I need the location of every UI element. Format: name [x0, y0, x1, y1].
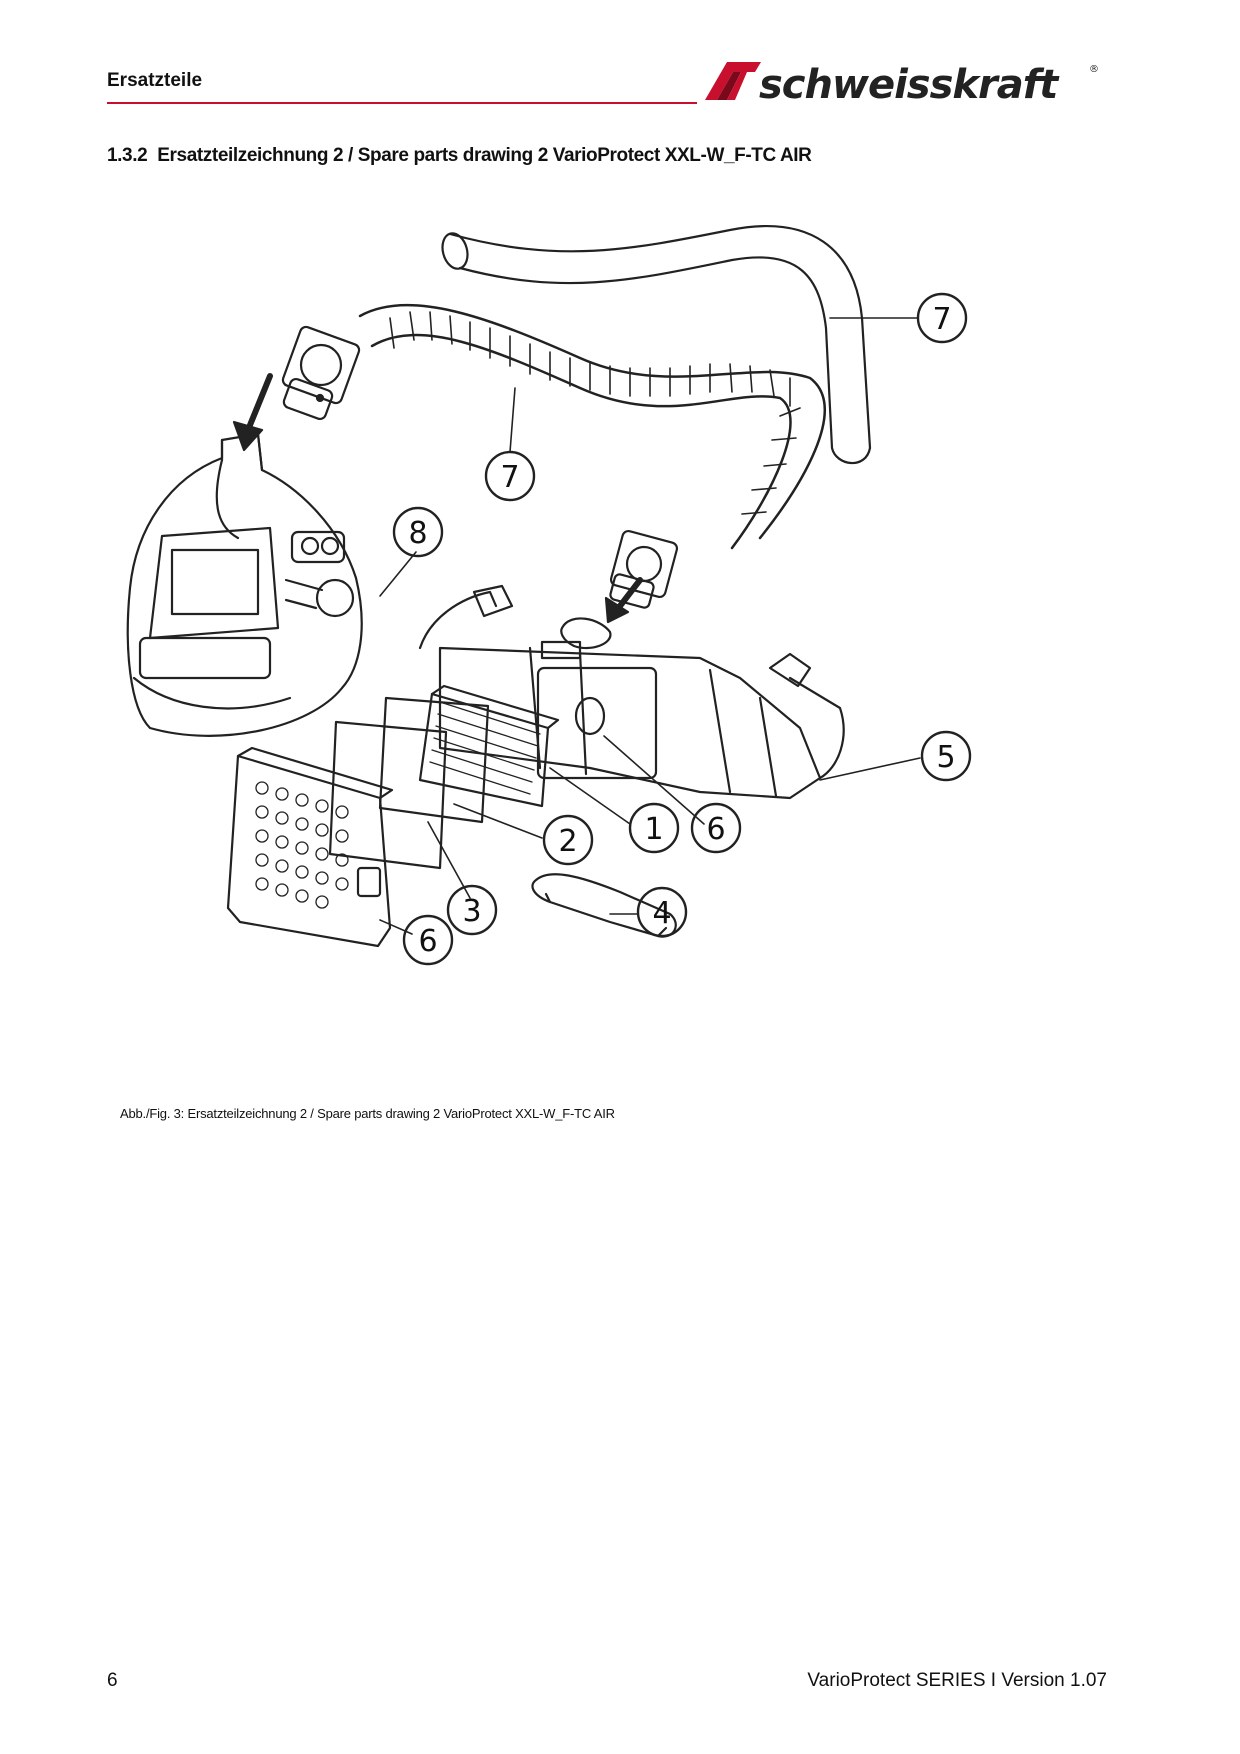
- callout-number: 6: [706, 812, 725, 847]
- document-version: VarioProtect SERIES I Version 1.07: [807, 1670, 1107, 1691]
- header-title: Ersatzteile: [107, 70, 203, 91]
- leader-lines: [379, 317, 921, 935]
- section-heading: 1.3.2 Ersatzteilzeichnung 2 / Spare parts…: [107, 145, 812, 167]
- page-number: 6: [107, 1670, 118, 1691]
- callout-number: 3: [462, 894, 481, 929]
- callout-number: 2: [558, 824, 577, 859]
- blower-unit: [418, 584, 845, 800]
- assembly-arrow-helmet: [232, 373, 273, 452]
- callout-number: 1: [644, 812, 663, 847]
- svg-text:®: ®: [1089, 64, 1099, 75]
- section-number: 1.3.2: [107, 145, 148, 166]
- hose-top-connector: [281, 325, 361, 421]
- logo-mark-icon: [705, 62, 761, 100]
- callout-number: 6: [418, 924, 437, 959]
- spare-parts-drawing: 7 7 8 5 1 6 2 3 4 6: [126, 225, 972, 966]
- callout-number: 7: [932, 302, 951, 337]
- brand-logo: schweisskraft ®: [705, 62, 1099, 108]
- callout-number: 4: [652, 896, 671, 931]
- filter-stack: [226, 684, 560, 948]
- corrugated-hose: [358, 303, 826, 550]
- section-title: Ersatzteilzeichnung 2 / Spare parts draw…: [157, 145, 812, 166]
- callout-number: 7: [500, 460, 519, 495]
- callout-number: 5: [936, 740, 955, 775]
- header-divider: [107, 102, 697, 104]
- assembly-arrow-unit: [604, 577, 643, 624]
- smooth-hose: [441, 225, 872, 465]
- svg-text:schweisskraft: schweisskraft: [759, 62, 1060, 108]
- figure-caption: Abb./Fig. 3: Ersatzteilzeichnung 2 / Spa…: [120, 1106, 615, 1121]
- callout-circles: [392, 292, 972, 966]
- hose-bottom-connector: [609, 529, 679, 609]
- welding-helmet: [126, 432, 363, 737]
- callout-number: 8: [408, 516, 427, 551]
- callout-numbers: 7 7 8 5 1 6 2 3 4 6: [408, 302, 955, 959]
